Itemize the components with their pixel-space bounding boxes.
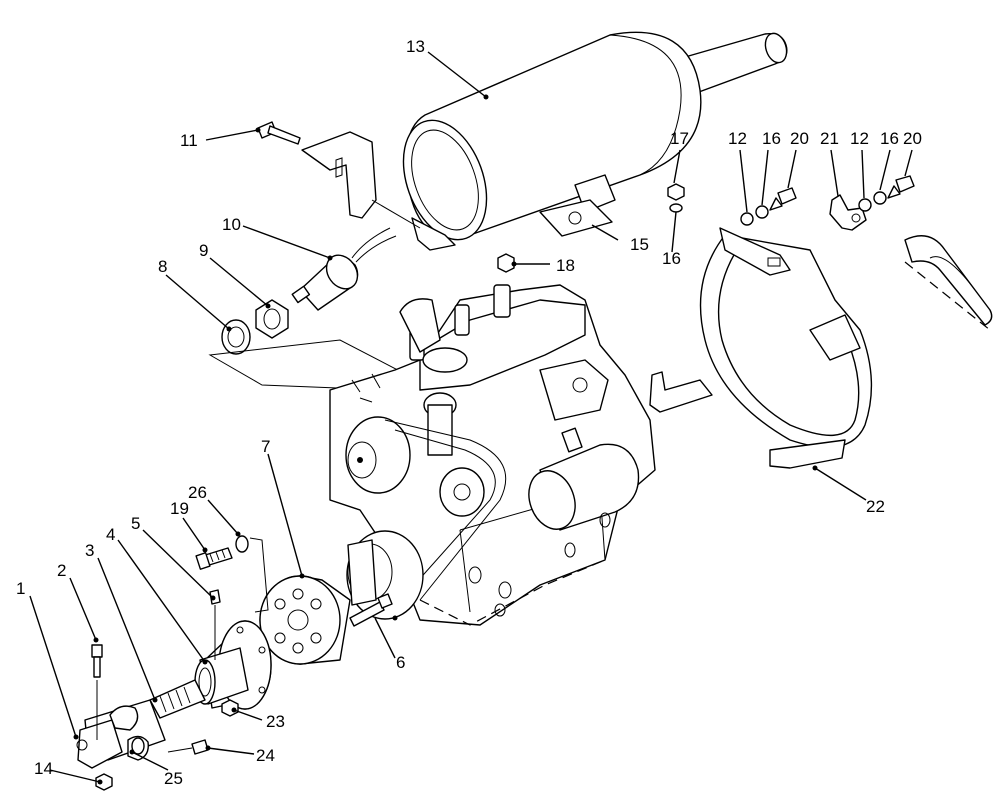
callout-14: 14	[34, 759, 53, 778]
callout-16a: 16	[762, 129, 781, 148]
hose-clamp	[829, 194, 867, 231]
callout-22: 22	[866, 497, 885, 516]
callout-23: 23	[266, 712, 285, 731]
callout-10: 10	[222, 215, 241, 234]
lock-nut	[95, 773, 113, 791]
callout-9: 9	[199, 241, 208, 260]
callout-18: 18	[556, 256, 575, 275]
callout-labels: 1 2 3 4 5 6 7 8 9 10 11 12 12 13 14 15 1…	[16, 37, 922, 788]
washer	[221, 319, 251, 355]
callout-6: 6	[396, 653, 405, 672]
callout-16c: 16	[662, 249, 681, 268]
temperature-sender	[291, 227, 397, 311]
muffler-bracket	[301, 131, 456, 251]
hub-flange	[194, 620, 272, 710]
callout-20b: 20	[903, 129, 922, 148]
socket-head-bolt	[195, 547, 233, 570]
fan-shroud	[649, 227, 993, 469]
hardware-right	[257, 121, 915, 273]
hex-nut	[255, 299, 289, 339]
callout-4: 4	[106, 525, 115, 544]
callout-12b: 12	[850, 129, 869, 148]
callout-20a: 20	[790, 129, 809, 148]
callout-25: 25	[164, 769, 183, 788]
callout-5: 5	[131, 514, 140, 533]
callout-12a: 12	[728, 129, 747, 148]
callout-3: 3	[85, 541, 94, 560]
coupling-bolt	[349, 593, 393, 627]
callout-15: 15	[630, 235, 649, 254]
callout-19: 19	[170, 499, 189, 518]
callout-7: 7	[261, 437, 270, 456]
screw	[191, 739, 209, 755]
leader-lines	[29, 51, 913, 783]
callout-13: 13	[406, 37, 425, 56]
callout-24: 24	[256, 746, 275, 765]
callout-16b: 16	[880, 129, 899, 148]
flexible-coupling	[259, 575, 351, 665]
callout-26: 26	[188, 483, 207, 502]
engine-block	[329, 284, 656, 626]
lock-washer	[235, 535, 249, 553]
callout-17: 17	[670, 129, 689, 148]
muffler	[402, 31, 788, 241]
callout-11: 11	[180, 131, 198, 150]
drive-shaft-u-joint	[76, 679, 206, 769]
leader-ends	[73, 94, 818, 785]
cap-screw	[91, 644, 103, 740]
callout-8: 8	[158, 257, 167, 276]
callout-21: 21	[820, 129, 839, 148]
hex-nut-small	[221, 699, 239, 717]
callout-1: 1	[16, 579, 25, 598]
callout-2: 2	[57, 561, 66, 580]
